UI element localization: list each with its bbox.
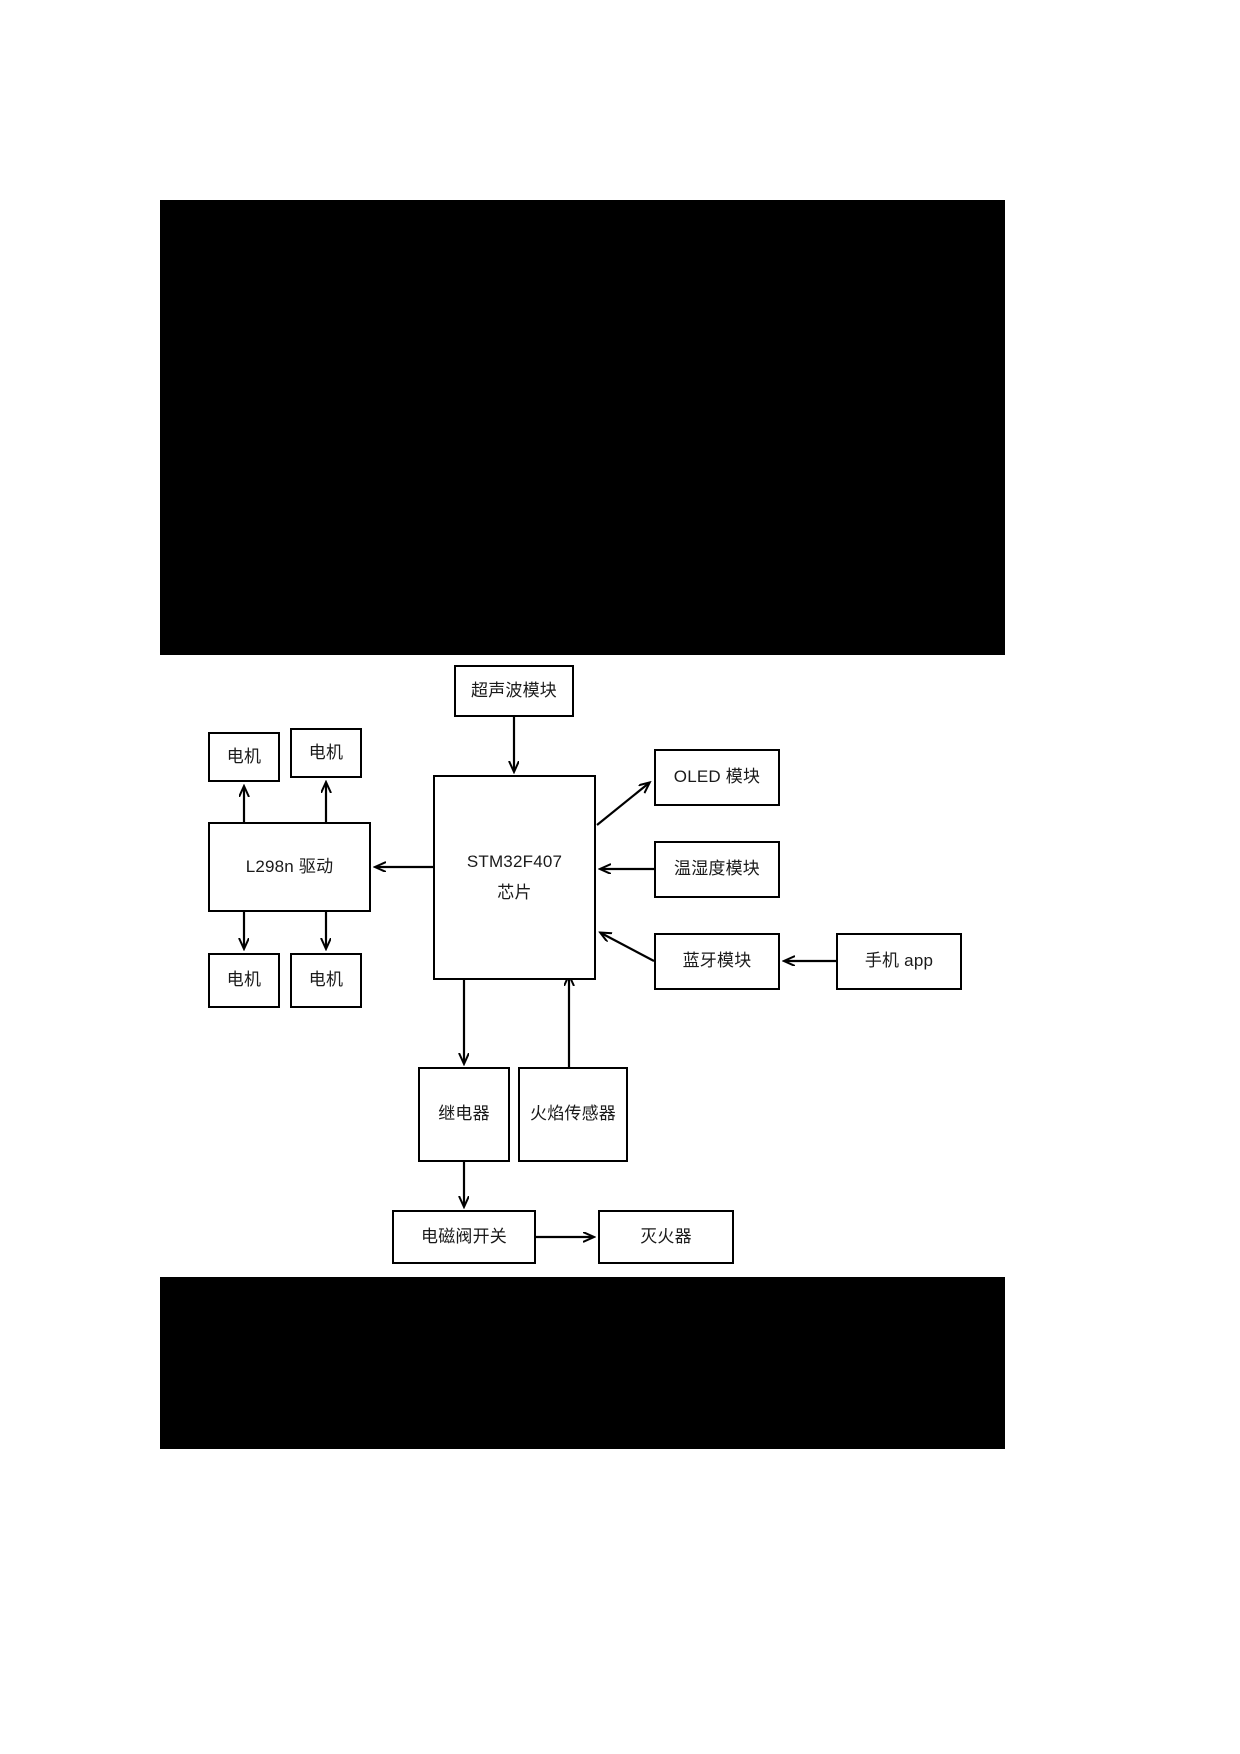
node-label-line1: STM32F407: [466, 851, 563, 871]
node-label: 灭火器: [640, 1226, 692, 1246]
node-mcu-stm32f407[interactable]: STM32F407 芯片: [433, 775, 596, 980]
node-label: 电机: [226, 746, 262, 766]
node-fire-extinguisher[interactable]: 灭火器: [598, 1210, 734, 1264]
node-solenoid-valve-switch[interactable]: 电磁阀开关: [392, 1210, 536, 1264]
node-label: 电机: [226, 970, 262, 990]
node-label: 火焰传感器: [530, 1104, 616, 1124]
node-label-line2: 芯片: [497, 882, 532, 902]
node-bluetooth-module[interactable]: 蓝牙模块: [654, 933, 780, 990]
node-label: L298n 驱动: [245, 856, 334, 876]
node-temperature-humidity-module[interactable]: 温湿度模块: [654, 841, 780, 898]
node-label: OLED 模块: [673, 767, 761, 787]
edge-mcu-to-oled: [596, 783, 649, 826]
node-relay[interactable]: 继电器: [418, 1067, 510, 1162]
node-label: 手机 app: [864, 951, 934, 971]
redacted-block-bottom: [160, 1277, 1005, 1449]
node-motor-bottom-left[interactable]: 电机: [208, 953, 280, 1008]
system-block-diagram: 超声波模块 电机 电机 L298n 驱动 电机 电机 STM32F407 芯片 …: [160, 655, 1005, 1277]
node-oled-module[interactable]: OLED 模块: [654, 749, 780, 806]
edge-bluetooth-to-mcu: [601, 933, 655, 962]
redacted-block-top: [160, 200, 1005, 655]
node-label: 继电器: [438, 1104, 490, 1124]
node-phone-app[interactable]: 手机 app: [836, 933, 962, 990]
node-label: 超声波模块: [471, 680, 557, 700]
node-ultrasonic-module[interactable]: 超声波模块: [454, 665, 574, 717]
node-label: 温湿度模块: [674, 859, 760, 879]
node-motor-top-left[interactable]: 电机: [208, 732, 280, 782]
node-motor-top-right[interactable]: 电机: [290, 728, 362, 778]
node-label: 电磁阀开关: [421, 1226, 507, 1246]
diagram-connectors: [160, 717, 836, 1277]
node-motor-bottom-right[interactable]: 电机: [290, 953, 362, 1008]
node-l298n-driver[interactable]: L298n 驱动: [208, 822, 371, 912]
node-label: 电机: [308, 970, 344, 990]
node-label: 蓝牙模块: [682, 951, 752, 971]
node-flame-sensor[interactable]: 火焰传感器: [518, 1067, 628, 1162]
node-label: 电机: [308, 742, 344, 762]
